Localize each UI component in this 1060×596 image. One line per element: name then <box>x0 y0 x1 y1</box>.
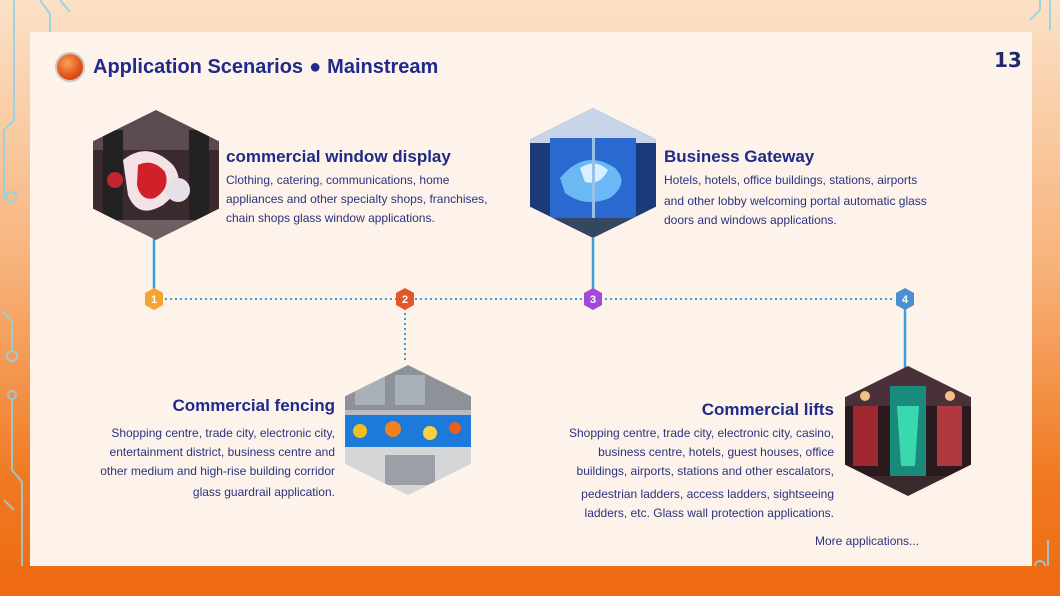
scenario-4-heading: Commercial lifts <box>701 400 834 419</box>
more-applications-link[interactable]: More applications... <box>815 534 920 548</box>
scenario-3-line-3: doors and windows applications. <box>664 213 837 227</box>
scenario-3-line-1: Hotels, hotels, office buildings, statio… <box>664 173 918 187</box>
commercial-fencing-image <box>345 365 471 495</box>
title-subtitle: Mainstream <box>327 56 439 78</box>
bottom-band <box>0 566 1060 596</box>
window-display-image <box>93 110 219 240</box>
scenario-4-line-1: Shopping centre, trade city, electronic … <box>568 426 834 440</box>
scenario-3-line-2: and other lobby welcoming portal automat… <box>664 194 927 208</box>
scenario-1-line-1: Clothing, catering, communications, home <box>226 173 450 187</box>
title-bullet-icon <box>57 54 83 80</box>
scenario-2-line-2: entertainment district, business centre … <box>109 445 335 459</box>
scenario-3-description: Hotels, hotels, office buildings, statio… <box>664 171 974 230</box>
scenario-2-line-1: Shopping centre, trade city, electronic … <box>111 426 335 440</box>
scenario-1-line-3: chain shops glass window applications. <box>226 211 435 225</box>
title-separator: ● <box>309 56 322 78</box>
scenario-4-description: Shopping centre, trade city, electronic … <box>524 424 834 523</box>
scenario-4-line-4: pedestrian ladders, access ladders, sigh… <box>581 487 834 501</box>
scenario-2-line-4: glass guardrail application. <box>192 485 335 499</box>
scenario-2-heading: Commercial fencing <box>172 396 336 415</box>
page-title: Application Scenarios●Mainstream <box>93 56 438 79</box>
scenario-3-heading: Business Gateway <box>664 147 815 166</box>
scenario-4-line-3: buildings, airports, stations and other … <box>576 464 834 478</box>
title-text: Application Scenarios <box>93 56 304 78</box>
scenario-4-line-5: ladders, etc. Glass wall protection appl… <box>584 506 834 520</box>
page-number: 13 <box>994 48 1022 72</box>
scenario-4-line-2: business centre, hotels, guest houses, o… <box>598 445 834 459</box>
scenario-1-heading: commercial window display <box>226 147 451 166</box>
scenario-1-line-2: appliances and other specialty shops, fr… <box>226 192 488 206</box>
scenario-1-description: Clothing, catering, communications, home… <box>226 171 526 228</box>
scenario-2-line-3: other medium and high-rise building corr… <box>100 464 335 478</box>
business-gateway-image <box>530 108 656 238</box>
scenario-2-description: Shopping centre, trade city, electronic … <box>35 424 335 502</box>
